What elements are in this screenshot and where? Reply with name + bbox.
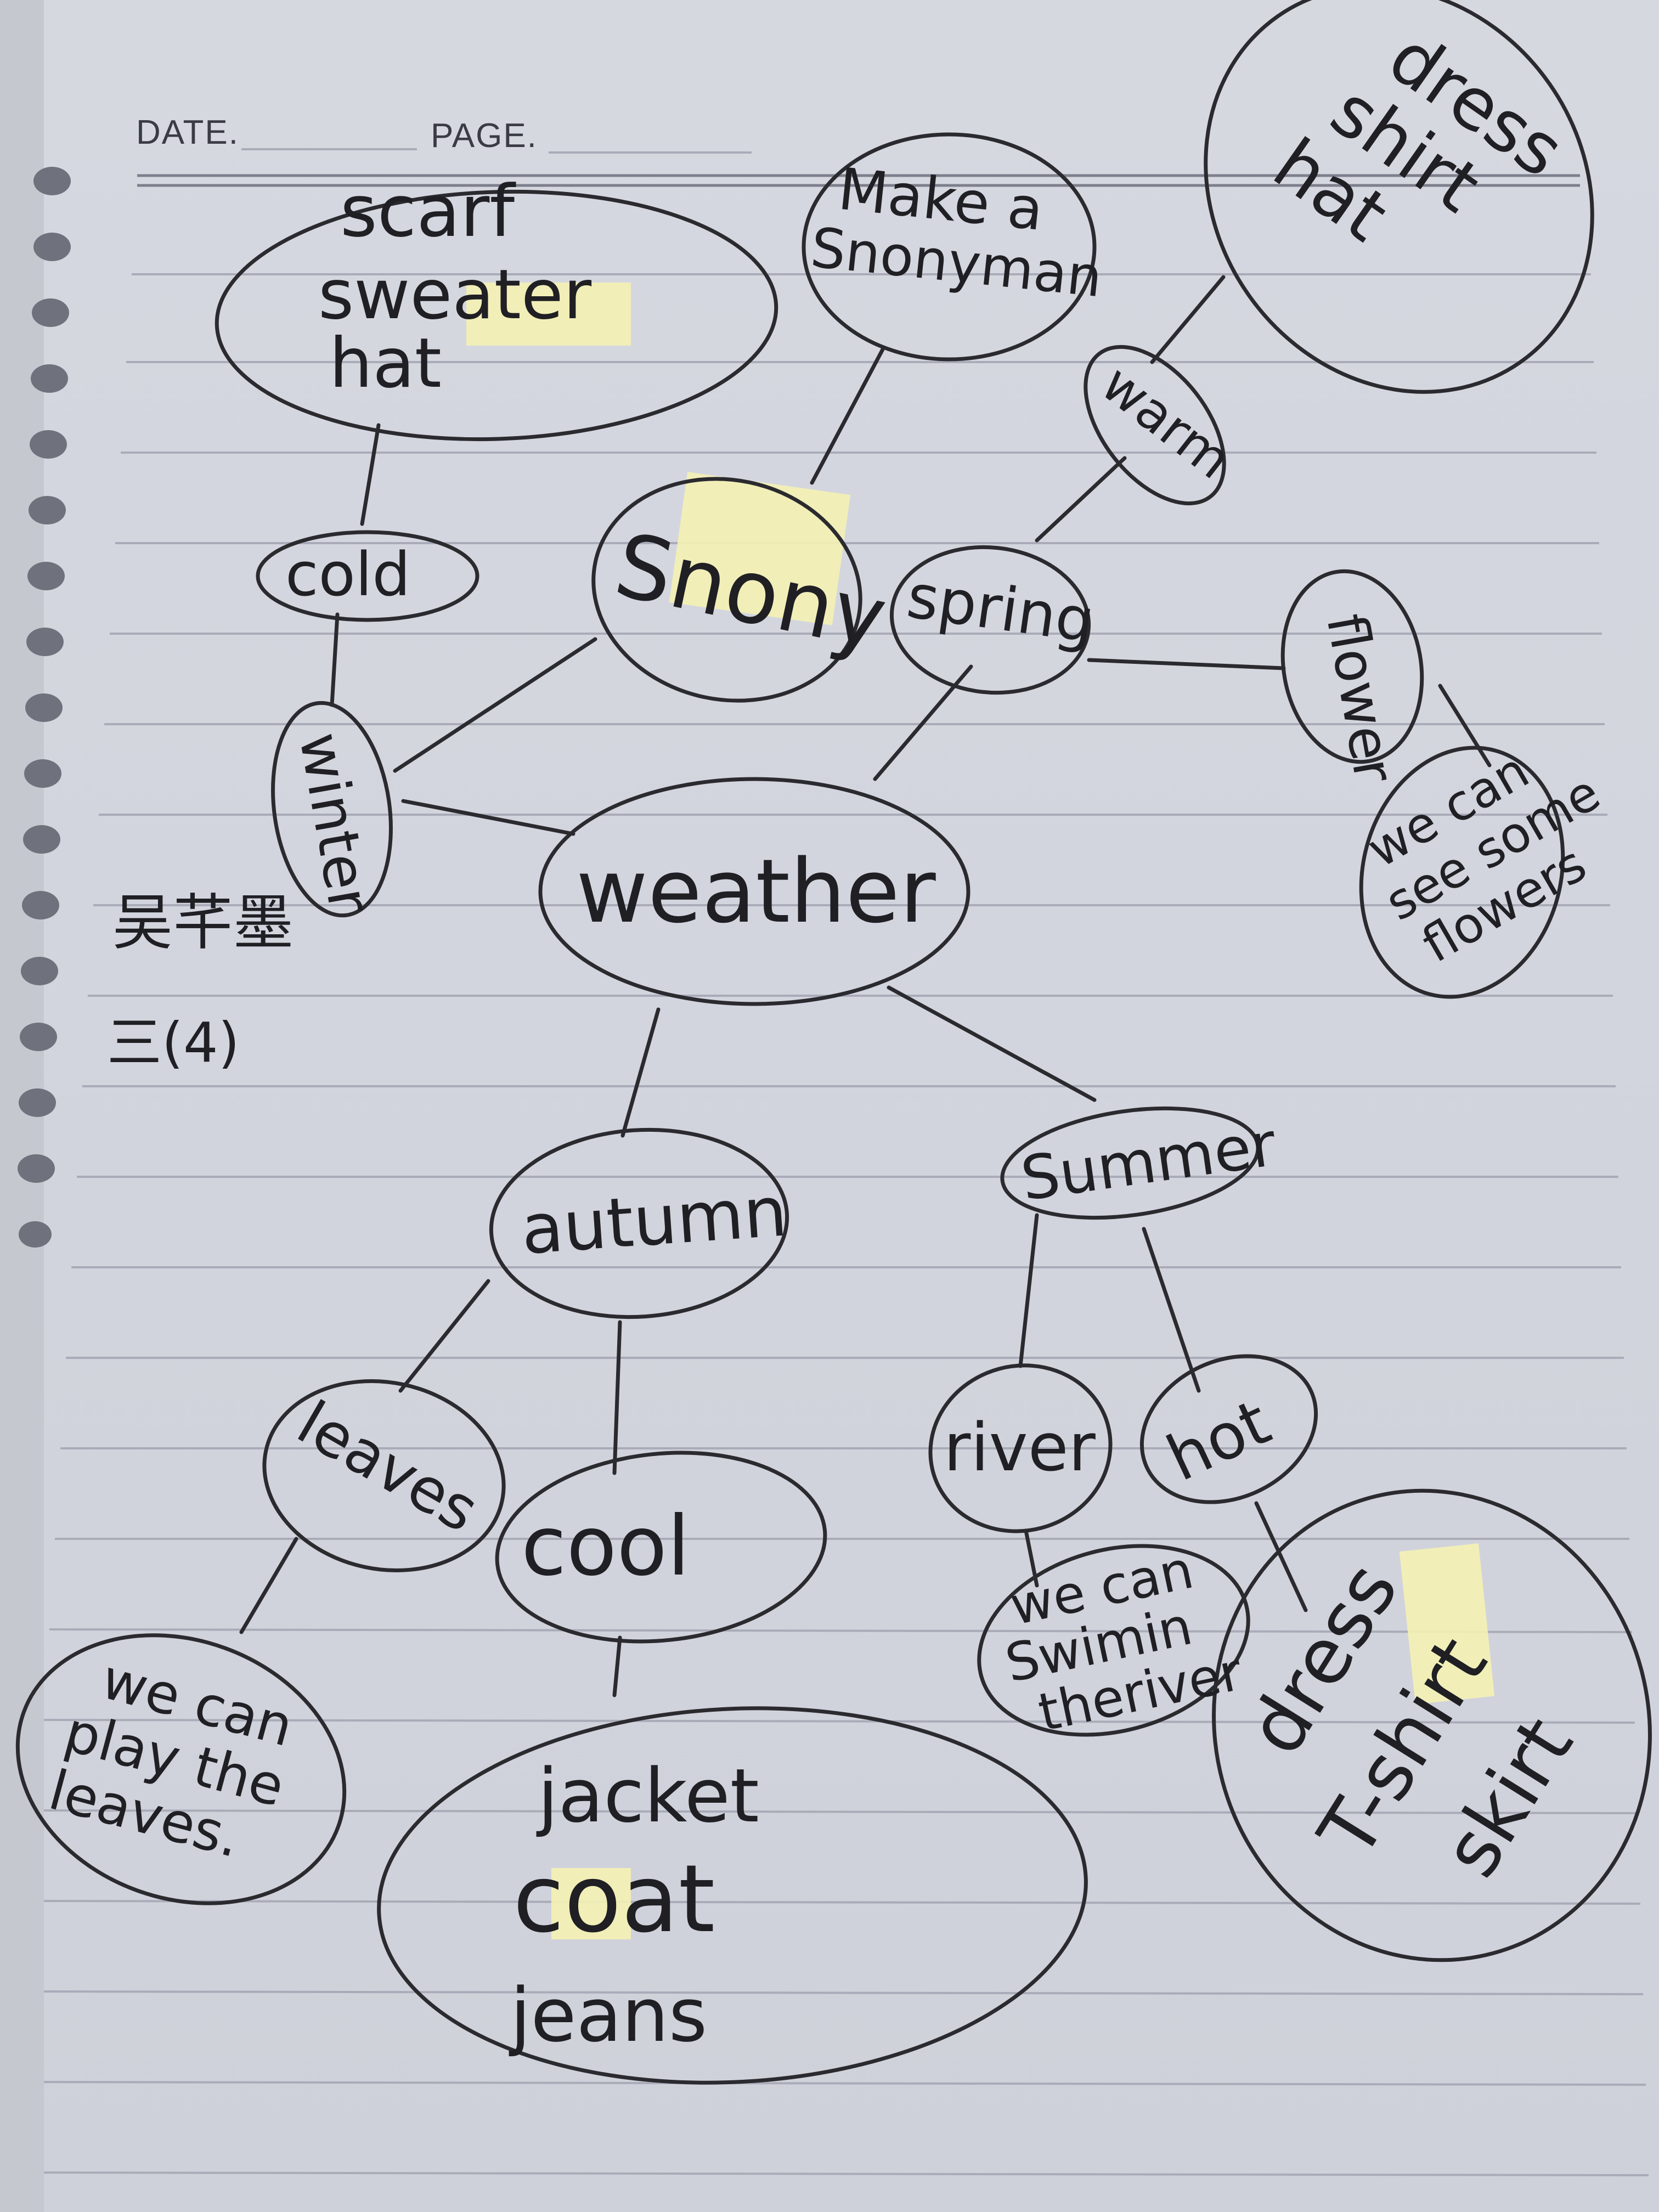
- ruled-lines: [16, 174, 1649, 2176]
- node-labels: scarf sweater hat Make a Snonyman dress …: [43, 15, 1610, 2058]
- label-jeans: jeans: [509, 1972, 707, 2058]
- label-summer: Summer: [1017, 1109, 1280, 1214]
- label-autumn: autumn: [518, 1172, 789, 1269]
- label-coat: coat: [513, 1845, 715, 1954]
- label-cool: cool: [521, 1499, 690, 1594]
- connector-lines: [239, 275, 1492, 1697]
- page-label: PAGE.: [431, 117, 538, 155]
- student-name: 吴芊墨: [112, 888, 294, 958]
- label-river: river: [944, 1410, 1096, 1486]
- label-scarf: scarf: [340, 170, 516, 253]
- label-spring: spring: [903, 561, 1099, 656]
- student-class: 三(4): [107, 1011, 240, 1075]
- highlighter-marks: [466, 283, 1495, 1939]
- spiral-binding: [0, 0, 71, 2212]
- label-weather: weather: [576, 840, 936, 943]
- label-flower: flower: [1314, 610, 1407, 788]
- date-label: DATE.: [136, 114, 239, 151]
- label-jacket: jacket: [536, 1753, 759, 1839]
- ellipse-outlines: [15, 0, 1652, 2085]
- label-hat-winter: hat: [329, 324, 442, 403]
- label-sweater: sweater: [318, 255, 592, 335]
- label-hot: hot: [1156, 1385, 1281, 1496]
- label-cold: cold: [285, 539, 410, 610]
